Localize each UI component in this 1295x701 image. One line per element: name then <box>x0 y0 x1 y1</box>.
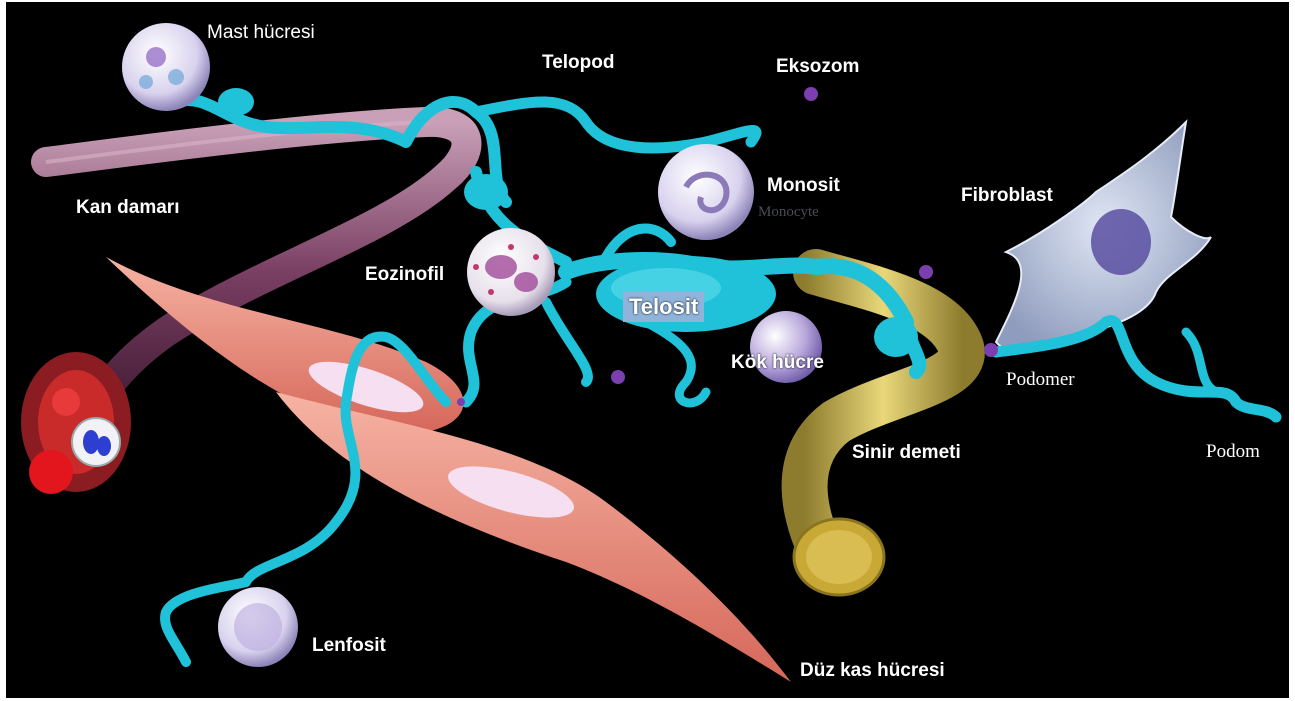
label-telopod: Telopod <box>542 52 614 74</box>
telocyte-illustration <box>6 2 1289 698</box>
eosinophil-cell <box>467 228 555 316</box>
label-stem-cell: Kök hücre <box>731 352 824 374</box>
monocyte-cell <box>658 144 754 240</box>
label-podom: Podom <box>1206 441 1260 463</box>
label-mast-cell: Mast hücresi <box>207 22 315 44</box>
nerve-bundle <box>794 272 962 595</box>
lymphocyte-cell <box>218 587 298 667</box>
fibroblast-nucleus <box>1091 209 1151 275</box>
illustration-canvas: Mast hücresi Telopod Eksozom Monosit Mon… <box>6 2 1289 698</box>
label-eosinophil: Eozinofil <box>365 264 444 286</box>
label-exosome: Eksozom <box>776 56 859 78</box>
label-monocyte: Monosit <box>767 175 840 197</box>
label-telocyte: Telosit <box>623 292 704 322</box>
label-podomer: Podomer <box>1006 369 1075 391</box>
label-monocyte-english: Monocyte <box>758 204 819 221</box>
label-lymphocyte: Lenfosit <box>312 635 386 657</box>
label-smooth-muscle: Düz kas hücresi <box>800 660 945 682</box>
label-blood-vessel: Kan damarı <box>76 197 179 219</box>
mast-cell <box>122 23 210 111</box>
label-fibroblast: Fibroblast <box>961 185 1053 207</box>
red-blood-cell <box>29 450 73 494</box>
label-nerve-bundle: Sinir demeti <box>852 442 961 464</box>
